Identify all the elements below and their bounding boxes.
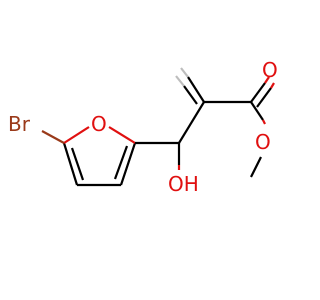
bond-c2-o	[108, 126, 136, 144]
bond-carbonylc-co-inner	[256, 87, 272, 108]
ring-oxygen-label: O	[91, 112, 107, 136]
bond-calkene-methylene-gray	[180, 67, 189, 78]
furan-ring	[62, 126, 137, 187]
bond-carbonylc-esteroxygen	[250, 101, 264, 121]
bond-co-red	[264, 76, 270, 84]
bond-calkene-methylene-inner	[183, 85, 198, 105]
bond-carbinol-calkene	[178, 101, 205, 144]
chemical-structure: Br O OH O O	[8, 58, 278, 196]
bond-c3-c2	[119, 142, 137, 186]
carbonyl-oxygen-label: O	[262, 58, 278, 82]
bond-calkene-methylene-inner-gray	[175, 75, 185, 87]
hydroxyl-label: OH	[168, 172, 199, 196]
bond-esteroxygen-red	[262, 119, 266, 125]
bond-c5-c4-inner	[70, 147, 85, 181]
bond-calkene-methylene	[187, 76, 205, 103]
ester-oxygen-label: O	[255, 130, 271, 154]
bond-c5-br	[41, 130, 65, 144]
bond-carbonylc-co	[250, 82, 266, 103]
bond-o-c5	[63, 126, 90, 144]
side-chain	[135, 67, 275, 178]
bond-esteroxygen-methyl	[250, 156, 262, 178]
bond-c3-c2-inner	[113, 145, 129, 180]
bond-co-inner-red	[270, 82, 275, 89]
bond-c5-c4	[62, 142, 79, 186]
bromine-label: Br	[8, 112, 31, 136]
